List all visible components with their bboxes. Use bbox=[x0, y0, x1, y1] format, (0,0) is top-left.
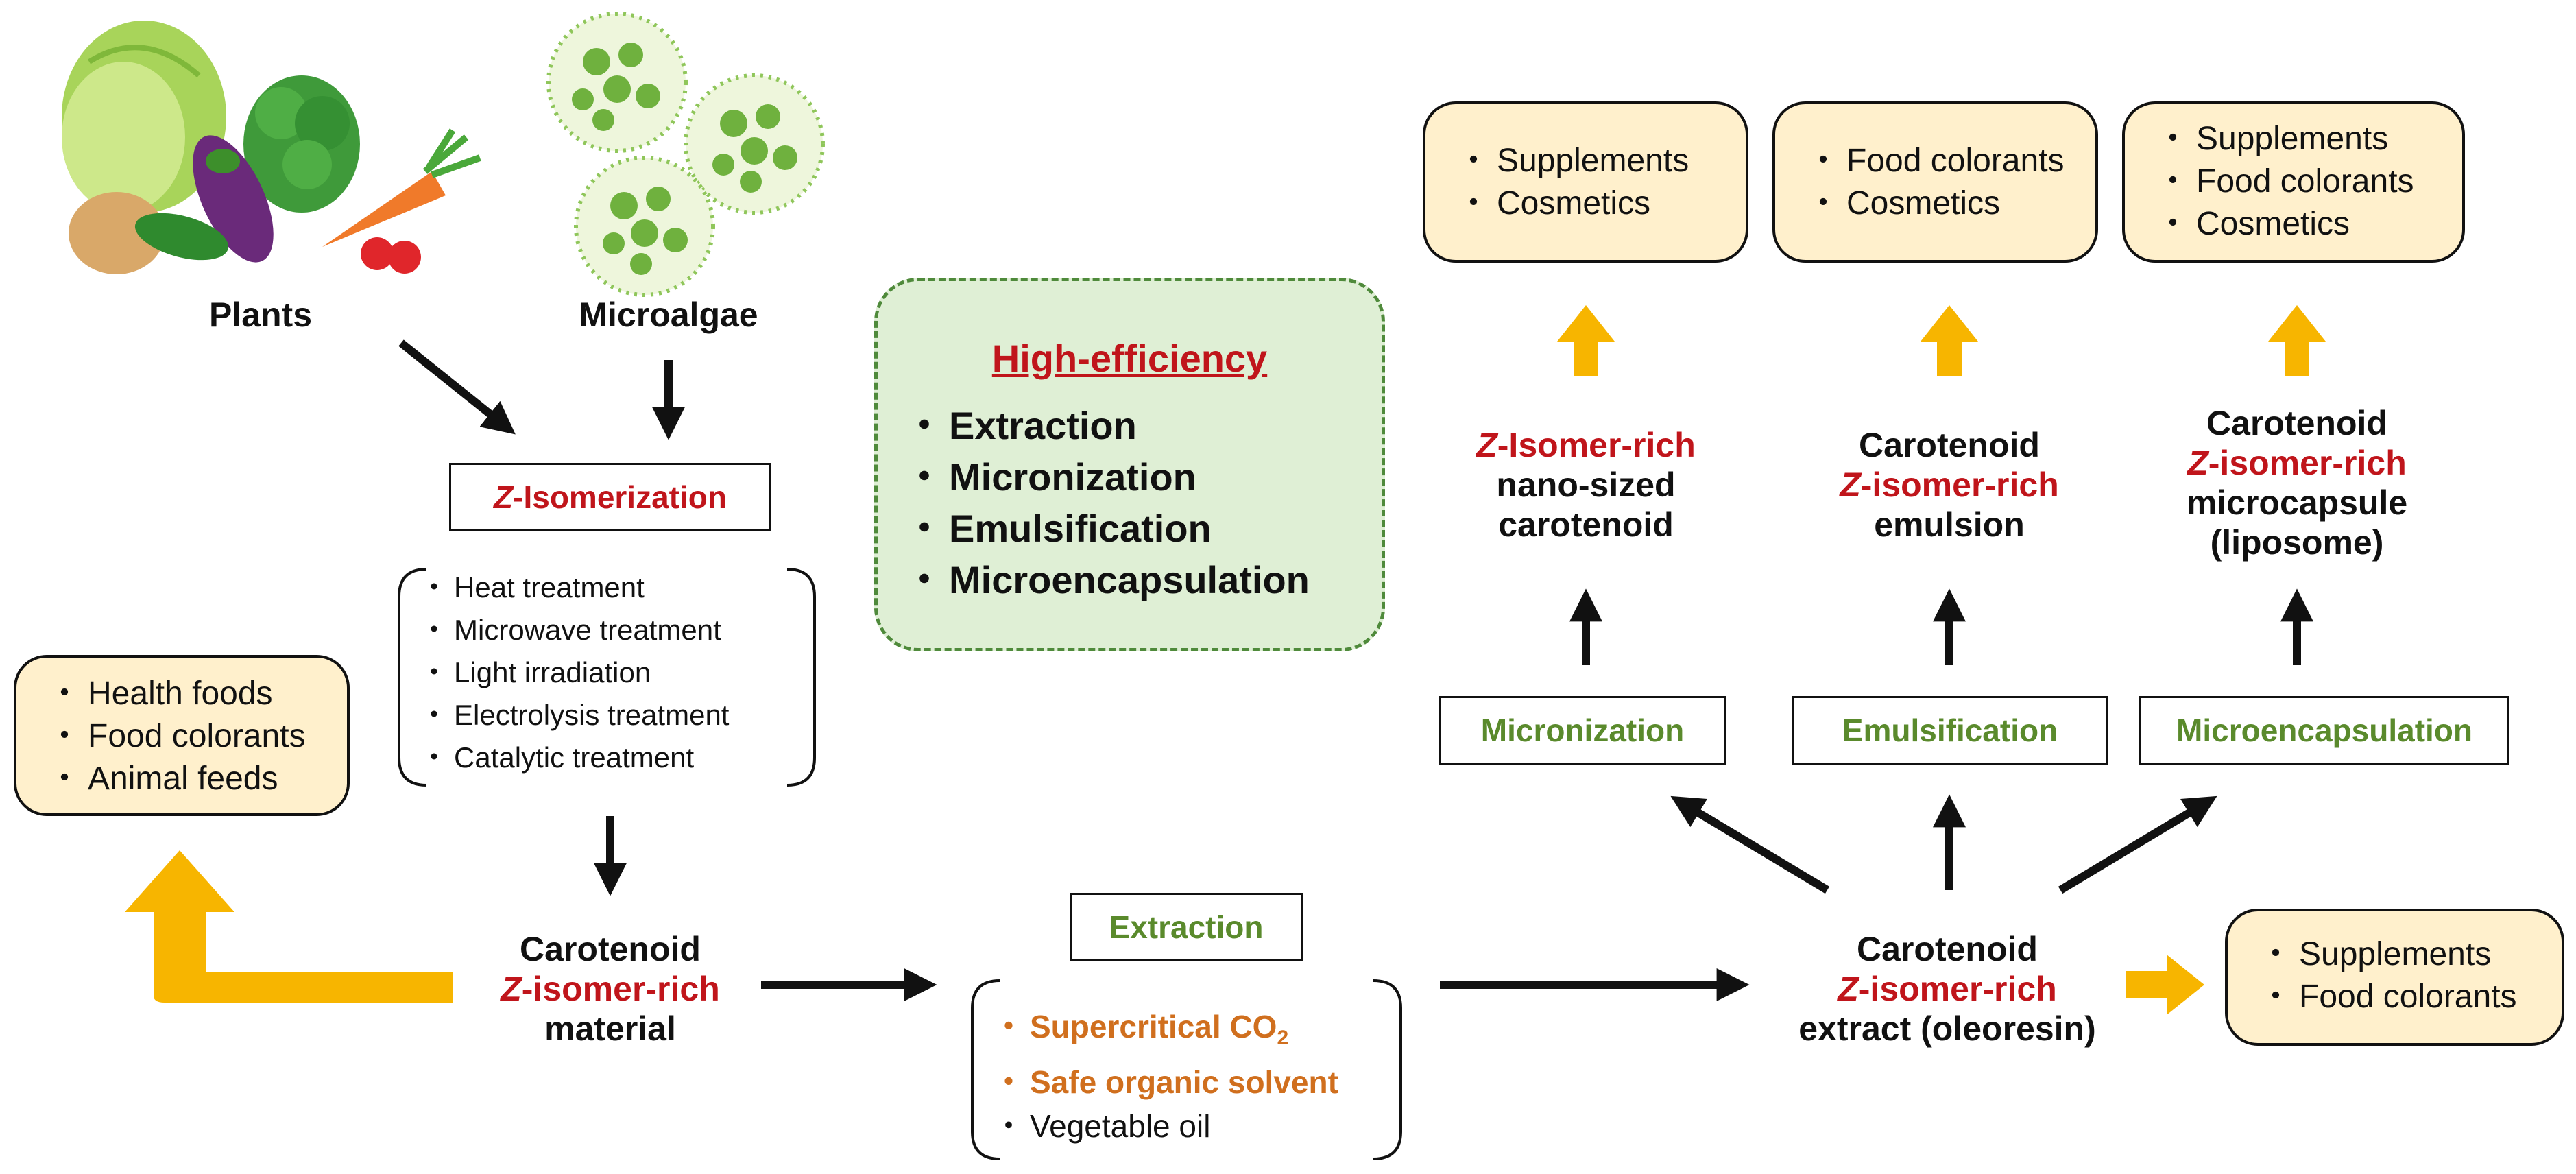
emulsion-isomer-text: -isomer-rich bbox=[1860, 466, 2059, 504]
capsule-line3: microcapsule bbox=[2186, 483, 2408, 522]
use-item: Cosmetics bbox=[2156, 203, 2462, 245]
material-isomer-text: -isomer-rich bbox=[521, 970, 720, 1008]
use-item: Food colorants bbox=[2259, 976, 2562, 1018]
emulsion-uses-box: Food colorants Cosmetics bbox=[1772, 101, 2098, 263]
use-item: Food colorants bbox=[1807, 140, 2095, 182]
left-uses-box: Health foods Food colorants Animal feeds bbox=[14, 655, 350, 816]
efficiency-item: Emulsification bbox=[905, 503, 1382, 554]
method-item: Catalytic treatment bbox=[420, 736, 804, 779]
black-arrows bbox=[398, 339, 2313, 1001]
extract-line1: Carotenoid bbox=[1857, 930, 2038, 968]
nano-product-label: Z-Isomer-rich nano-sized carotenoid bbox=[1447, 425, 1725, 544]
isomerization-methods: Heat treatment Microwave treatment Light… bbox=[420, 566, 804, 779]
extraction-box: Extraction bbox=[1070, 893, 1303, 961]
use-item: Supplements bbox=[2156, 118, 2462, 160]
microalgae-illustration bbox=[546, 12, 825, 297]
plants-label: Plants bbox=[208, 296, 313, 334]
material-label: Carotenoid Z-isomer-rich material bbox=[473, 929, 747, 1049]
emulsion-line1: Carotenoid bbox=[1859, 426, 2040, 464]
material-line3: material bbox=[544, 1009, 676, 1048]
nano-isomer-text: -Isomer-rich bbox=[1497, 426, 1696, 464]
solvent-item: Supercritical CO2 bbox=[993, 1005, 1397, 1060]
material-line2: Z-isomer-rich bbox=[473, 969, 747, 1009]
use-item: Supplements bbox=[2259, 933, 2562, 976]
capsule-uses-box: Supplements Food colorants Cosmetics bbox=[2122, 101, 2465, 263]
extract-label: Carotenoid Z-isomer-rich extract (oleore… bbox=[1755, 929, 2139, 1049]
capsule-line2: Z-isomer-rich bbox=[2158, 443, 2436, 483]
high-efficiency-list: Extraction Micronization Emulsification … bbox=[905, 400, 1382, 606]
z-prefix: Z bbox=[1840, 466, 1861, 504]
emulsion-line2: Z-isomer-rich bbox=[1810, 465, 2089, 505]
high-efficiency-title: High-efficiency bbox=[991, 337, 1268, 380]
nano-line1: Z-Isomer-rich bbox=[1447, 425, 1725, 465]
extract-uses-box: Supplements Food colorants bbox=[2225, 909, 2564, 1046]
extract-line3: extract (oleoresin) bbox=[1798, 1009, 2096, 1048]
use-item: Food colorants bbox=[2156, 160, 2462, 203]
method-item: Microwave treatment bbox=[420, 609, 804, 651]
use-item: Supplements bbox=[1457, 140, 1746, 182]
emulsion-line3: emulsion bbox=[1874, 505, 2025, 544]
efficiency-item: Microencapsulation bbox=[905, 554, 1382, 606]
use-item: Cosmetics bbox=[1457, 182, 1746, 225]
micronization-box: Micronization bbox=[1439, 696, 1726, 765]
isomerization-title: -Isomerization bbox=[513, 479, 727, 515]
solvent-item: Safe organic solvent bbox=[993, 1060, 1397, 1104]
nano-line2: nano-sized bbox=[1496, 466, 1676, 504]
z-prefix: Z bbox=[1838, 970, 1859, 1008]
vegetables-illustration bbox=[62, 21, 481, 274]
z-prefix: Z bbox=[494, 479, 514, 515]
z-prefix: Z bbox=[2187, 444, 2208, 482]
method-item: Electrolysis treatment bbox=[420, 694, 804, 736]
z-prefix: Z bbox=[1476, 426, 1497, 464]
method-item: Light irradiation bbox=[420, 651, 804, 694]
emulsification-box: Emulsification bbox=[1792, 696, 2108, 765]
microencapsulation-box: Microencapsulation bbox=[2139, 696, 2509, 765]
use-item: Food colorants bbox=[48, 715, 347, 758]
material-line1: Carotenoid bbox=[520, 930, 701, 968]
capsule-isomer-text: -isomer-rich bbox=[2208, 444, 2407, 482]
method-item: Heat treatment bbox=[420, 566, 804, 609]
yellow-arrows bbox=[125, 305, 2326, 1015]
nano-line3: carotenoid bbox=[1498, 505, 1674, 544]
use-item: Animal feeds bbox=[48, 758, 347, 800]
extraction-solvents: Supercritical CO2 Safe organic solvent V… bbox=[993, 1005, 1397, 1148]
extract-isomer-text: -isomer-rich bbox=[1858, 970, 2057, 1008]
microalgae-label: Microalgae bbox=[579, 296, 758, 334]
nano-uses-box: Supplements Cosmetics bbox=[1423, 101, 1748, 263]
extract-line2: Z-isomer-rich bbox=[1755, 969, 2139, 1009]
high-efficiency-panel: High-efficiency Extraction Micronization… bbox=[874, 278, 1385, 651]
capsule-product-label: Carotenoid Z-isomer-rich microcapsule (l… bbox=[2158, 403, 2436, 562]
solvent-item: Vegetable oil bbox=[993, 1104, 1397, 1148]
capsule-line4: (liposome) bbox=[2210, 523, 2384, 562]
co2-subscript: 2 bbox=[1277, 1027, 1289, 1050]
efficiency-item: Extraction bbox=[905, 400, 1382, 451]
capsule-line1: Carotenoid bbox=[2206, 404, 2387, 442]
emulsion-product-label: Carotenoid Z-isomer-rich emulsion bbox=[1810, 425, 2089, 544]
efficiency-item: Micronization bbox=[905, 451, 1382, 503]
use-item: Health foods bbox=[48, 673, 347, 715]
z-prefix: Z bbox=[501, 970, 522, 1008]
isomerization-box: Z-Isomerization bbox=[449, 463, 771, 531]
supercritical-text: Supercritical CO bbox=[1030, 1009, 1277, 1044]
use-item: Cosmetics bbox=[1807, 182, 2095, 225]
